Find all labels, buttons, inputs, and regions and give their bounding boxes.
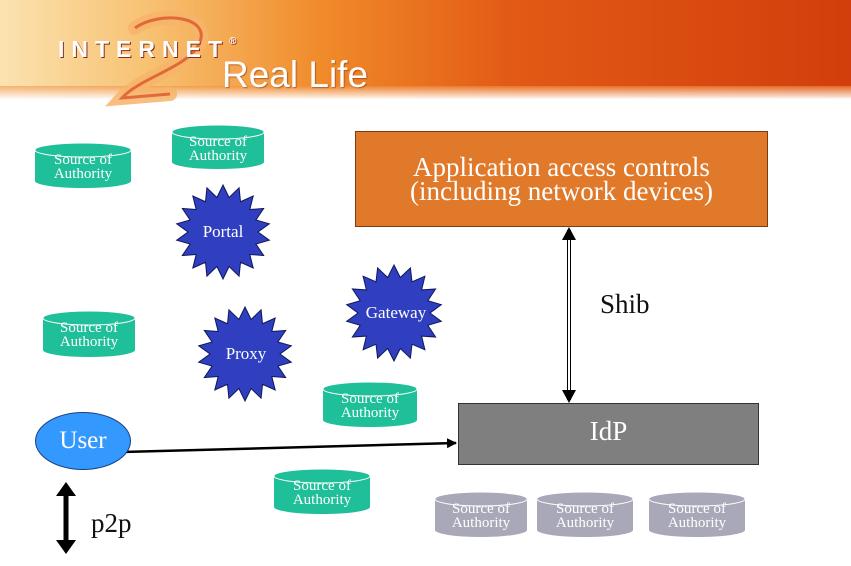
source-line2: Authority — [451, 515, 511, 531]
source-of-authority-cylinder — [434, 491, 528, 537]
portal-starburst — [175, 183, 271, 281]
source-line1: Source of — [189, 134, 247, 150]
source-line1: Source of — [668, 501, 726, 517]
source-of-authority-cylinder — [648, 491, 746, 537]
source-line1: Source of — [341, 391, 399, 407]
source-line1: Source of — [293, 478, 351, 494]
user-node: User — [35, 412, 131, 470]
source-line1: Source of — [54, 152, 112, 168]
source-line2: Authority — [292, 492, 352, 508]
slide-title: Real Life — [222, 54, 369, 95]
header-fade — [0, 86, 851, 100]
app-box-line2: (including network devices) — [410, 176, 713, 206]
source-of-authority-cylinder — [536, 491, 634, 537]
p2p-double-arrow — [56, 482, 76, 554]
source-line2: Authority — [59, 334, 119, 350]
logo-wordmark: INTERNET® — [58, 36, 236, 63]
source-line1: Source of — [452, 501, 510, 517]
portal-label: Portal — [202, 222, 244, 241]
gateway-starburst — [345, 263, 443, 363]
source-line1: Source of — [556, 501, 614, 517]
p2p-label: p2p — [91, 508, 132, 538]
logo-text: INTERNET — [58, 36, 229, 62]
source-line2: Authority — [555, 515, 615, 531]
source-of-authority-cylinder — [273, 468, 371, 514]
shib-double-arrow — [562, 227, 576, 403]
source-line2: Authority — [340, 405, 400, 421]
gateway-label: Gateway — [365, 303, 427, 322]
source-of-authority-cylinder — [34, 142, 132, 188]
application-access-controls-box: Application access controls (including n… — [355, 131, 768, 227]
source-of-authority-cylinder — [171, 124, 265, 169]
proxy-starburst — [197, 305, 293, 403]
source-line1: Source of — [60, 320, 118, 336]
internet2-logo — [104, 10, 208, 107]
source-line2: Authority — [667, 515, 727, 531]
source-line2: Authority — [188, 148, 248, 164]
proxy-label: Proxy — [225, 344, 267, 363]
user-to-idp-arrow — [123, 438, 457, 454]
source-of-authority-cylinder — [322, 381, 418, 427]
source-of-authority-cylinder — [42, 310, 136, 357]
idp-box: IdP — [458, 403, 759, 465]
app-box-line1: Application access controls — [413, 152, 710, 182]
source-line2: Authority — [53, 166, 113, 182]
registered-mark: ® — [229, 36, 237, 47]
shib-label: Shib — [600, 289, 650, 319]
